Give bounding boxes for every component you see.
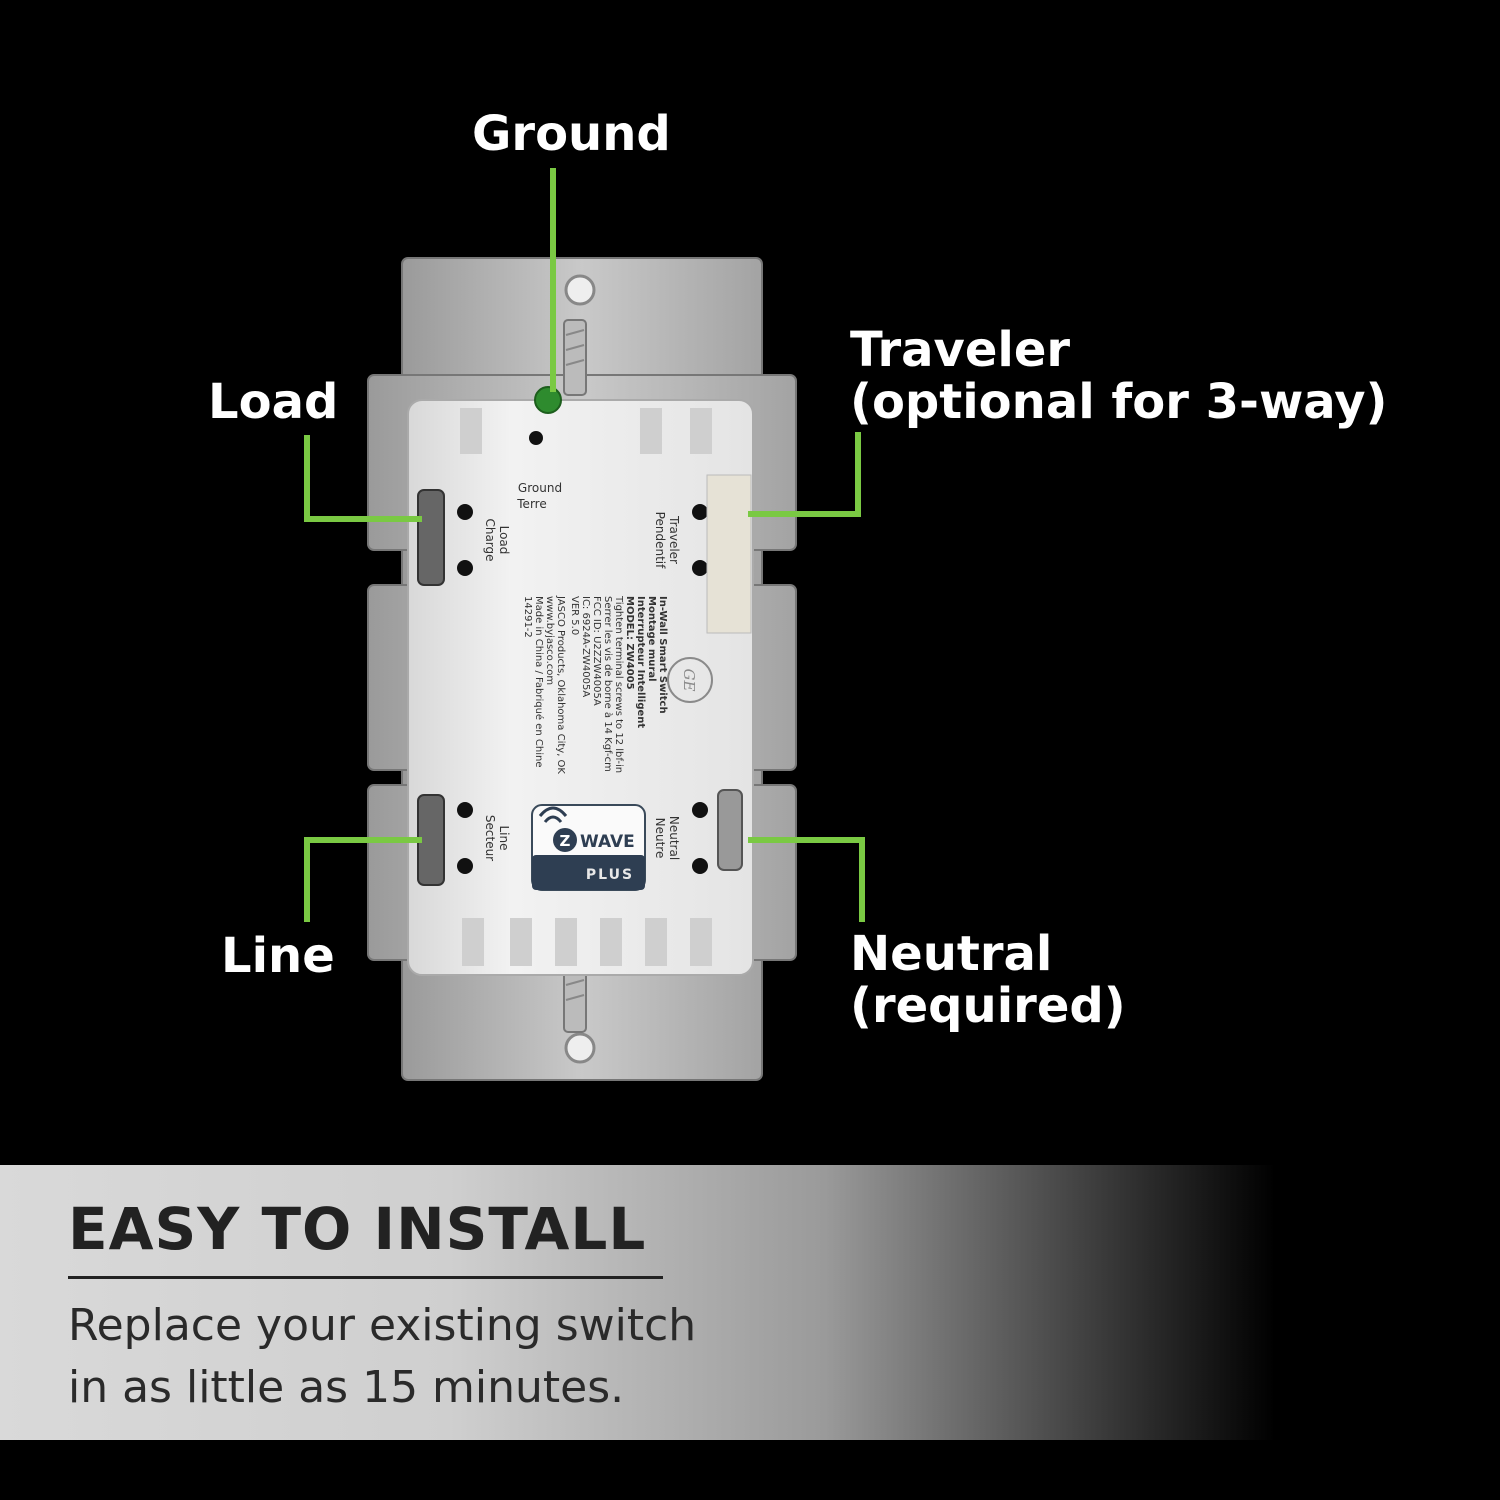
- traveler-terminal-cover: [706, 474, 752, 634]
- banner-subtitle-line-2: in as little as 15 minutes.: [68, 1362, 625, 1413]
- banner-subtitle-line-1: Replace your existing switch: [68, 1300, 697, 1351]
- zwave-wave: WAVE: [580, 832, 635, 852]
- info-line-12: 14291-2: [522, 596, 533, 638]
- callout-lines: [304, 168, 865, 922]
- neutral-note: (required): [850, 978, 1126, 1034]
- info-line-6: FCC ID: U2ZZW4005A: [591, 596, 602, 706]
- bottom-mount-hole: [564, 1032, 596, 1064]
- banner-background: [0, 1165, 1500, 1440]
- line-leader-line: [304, 837, 422, 922]
- top-screw-icon: [563, 319, 587, 396]
- zwave-z: Z: [560, 832, 571, 850]
- product-info: In-Wall Smart Switch Montage mural Inter…: [522, 595, 668, 774]
- info-line-8: VER 5.0: [569, 596, 580, 635]
- banner-title: EASY TO INSTALL: [68, 1195, 647, 1263]
- ground-text-fr: Terre: [516, 497, 546, 511]
- neutral-text-fr: Neutre: [653, 818, 667, 859]
- banner-subtitle: Replace your existing switch in as littl…: [68, 1295, 696, 1419]
- line-label: Line: [221, 928, 335, 984]
- info-line-2: Interrupteur Intelligent: [635, 596, 646, 728]
- info-line-1: Montage mural: [646, 596, 657, 682]
- info-line-11: Made in China / Fabriqué en Chine: [533, 596, 545, 768]
- ground-screw-icon: [534, 386, 562, 414]
- zwave-plus-badge: Z WAVE PLUS: [531, 804, 646, 891]
- info-line-4: Tighten terminal screws to 12 lbf-in: [613, 595, 624, 773]
- top-mount-hole: [564, 274, 596, 306]
- terminal-holes: [457, 431, 708, 874]
- info-line-7: IC: 6924A-ZW4005A: [580, 596, 591, 697]
- zwave-plus: PLUS: [586, 867, 634, 883]
- info-line-10: www.byjasco.com: [544, 596, 555, 685]
- bottom-screw-icon: [563, 969, 587, 1033]
- ground-text-en: Ground: [518, 481, 562, 495]
- traveler-text-fr: Pendentif: [653, 512, 667, 569]
- line-text-fr: Secteur: [483, 815, 497, 861]
- load-text-en: Load: [497, 526, 511, 555]
- info-line-3: MODEL: ZW4005: [624, 596, 635, 690]
- load-leader-line: [304, 435, 422, 522]
- neutral-leader-line: [748, 837, 865, 922]
- load-text-fr: Charge: [483, 518, 497, 561]
- load-terminal-screw-icon: [417, 489, 445, 586]
- traveler-label: Traveler (optional for 3-way): [850, 324, 1387, 428]
- traveler-text-en: Traveler: [667, 515, 681, 564]
- line-text-en: Line: [497, 825, 511, 850]
- info-line-5: Serrer les vis de borne à 14 Kgf-cm: [602, 596, 614, 772]
- neutral-text-en: Neutral: [667, 816, 681, 860]
- banner-divider: [68, 1276, 663, 1279]
- ground-label: Ground: [472, 106, 671, 162]
- load-label: Load: [208, 374, 339, 430]
- switch-diagram: Ground Terre Load Charge Traveler Penden…: [304, 168, 865, 1081]
- traveler-note: (optional for 3-way): [850, 374, 1388, 430]
- neutral-terminal-screw-icon: [717, 789, 743, 871]
- traveler-leader-line: [748, 432, 861, 517]
- ge-logo: GE: [667, 657, 713, 703]
- traveler-title: Traveler: [850, 322, 1071, 378]
- ge-logo-text: GE: [680, 669, 698, 692]
- neutral-title: Neutral: [850, 926, 1053, 982]
- neutral-label: Neutral (required): [850, 928, 1126, 1032]
- info-line-0: In-Wall Smart Switch: [657, 596, 668, 714]
- switch-body: [407, 399, 754, 976]
- info-line-9: JASCO Products, Oklahoma City, OK: [555, 595, 566, 774]
